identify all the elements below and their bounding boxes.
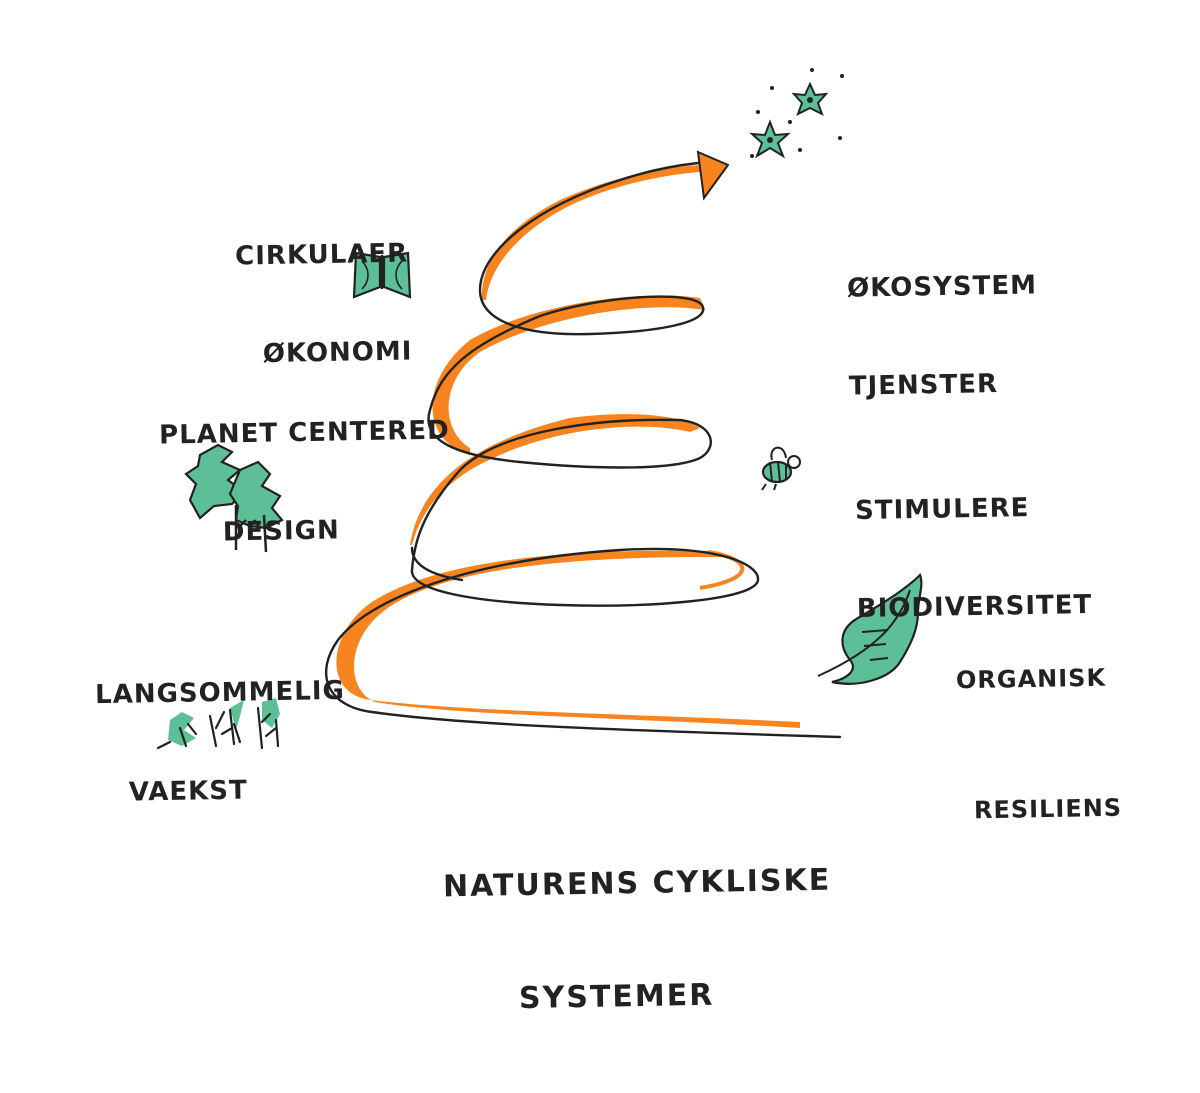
label-line: RESILIENS [973,793,1123,825]
spiral-ribbon-mid-2 [410,414,700,545]
spiral-arrowhead [696,150,730,201]
sprouts-icon [156,698,280,750]
title-line: SYSTEMER [518,977,715,1016]
bee-icon [761,446,801,491]
label-langsommelig-vaekst: LANGSOMMELIG VAEKST [94,610,348,874]
leaf-icon [817,573,923,685]
label-line: CIRKULAER [234,238,409,272]
label-line: LANGSOMMELIG [94,675,346,711]
diagram-title: NATURENS CYKLISKE SYSTEMER [441,787,834,1093]
butterfly-icon [352,251,412,299]
label-planet-centered-design: PLANET CENTERED DESIGN [158,349,453,614]
label-line: PLANET CENTERED [158,415,450,451]
trees-icon [184,443,284,553]
spiral-outline [324,161,842,739]
label-resiliens: RESILIENS [973,733,1124,886]
title-line: NATURENS CYKLISKE [442,862,832,905]
label-line: TJENSTER [848,368,999,402]
label-line: DESIGN [222,514,340,547]
spiral-ribbon-top [481,165,700,300]
label-line: ORGANISK [955,663,1107,695]
flowers-icon [749,68,844,159]
label-line: STIMULERE [854,493,1030,527]
illustration-layer [156,68,923,750]
label-line: VAEKST [128,775,248,808]
label-line: ØKOSYSTEM [846,270,1038,304]
diagram-canvas: CIRKULAER ØKONOMI PLANET CENTERED DESIGN… [94,68,1124,1016]
spiral-ribbon-mid-1 [699,550,745,590]
